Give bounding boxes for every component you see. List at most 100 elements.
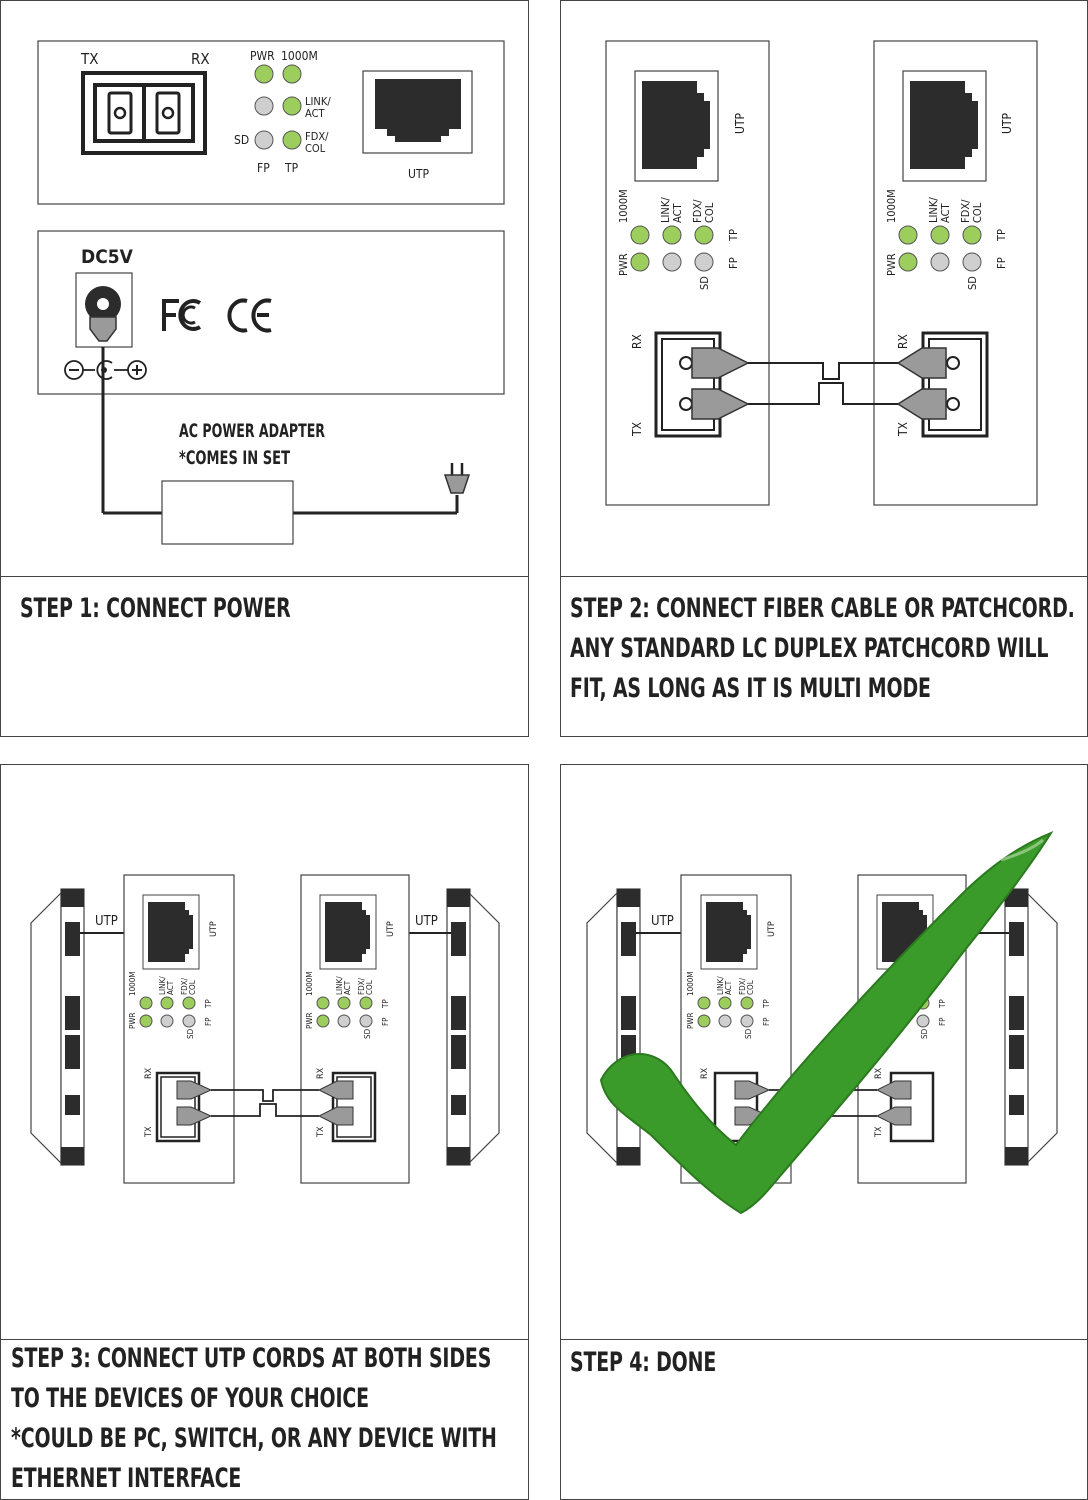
step-3-diagram: UTP UTP UTP 1000M PWR LINK/ ACT FDX/ COL… bbox=[30, 874, 500, 1184]
lc-connector bbox=[691, 388, 750, 420]
pwr-label: PWR bbox=[885, 253, 898, 276]
pwr-label: PWR bbox=[617, 253, 630, 276]
caption-line: FIT, AS LONG AS IT IS MULTI MODE bbox=[570, 673, 931, 704]
converter-right: UTP 1000M PWR LINK/ ACT FDX/ COL SD TP F… bbox=[300, 874, 410, 1184]
tp-label: TP bbox=[938, 999, 947, 1009]
tp-label: TP bbox=[204, 999, 213, 1009]
checkmark-icon bbox=[599, 830, 1054, 1215]
1000m-label: 1000M bbox=[885, 189, 898, 223]
fp-label: FP bbox=[204, 1017, 213, 1026]
fiber-patchcord bbox=[748, 362, 898, 405]
link-label: LINK/ bbox=[335, 976, 344, 995]
caption-line: STEP 1: CONNECT POWER bbox=[20, 593, 291, 624]
polarity-icon bbox=[64, 360, 147, 380]
utp-label: UTP bbox=[733, 113, 747, 134]
col-label: COL bbox=[746, 980, 755, 995]
col-label: COL bbox=[188, 980, 197, 995]
caption-divider bbox=[561, 576, 1087, 577]
step-4-panel: UTP UTP 1000M PWR LINK/ ACT FDX/ COL SD … bbox=[560, 764, 1088, 1500]
power-adapter-box bbox=[161, 480, 294, 545]
rx-label: RX bbox=[144, 1067, 154, 1079]
fdx-label: FDX/ bbox=[959, 199, 972, 223]
act-label: ACT bbox=[166, 980, 175, 995]
step-2-caption: STEP 2: CONNECT FIBER CABLE OR PATCHCORD… bbox=[570, 589, 1075, 709]
lc-connector bbox=[896, 347, 947, 379]
1000m-label: 1000M bbox=[617, 189, 630, 223]
act-label: ACT bbox=[343, 980, 352, 995]
tx-label: TX bbox=[80, 50, 98, 68]
step-1-diagram: TX RX PWR 1000M LINK/ ACT FDX/ COL bbox=[37, 40, 505, 545]
link-label: LINK/ bbox=[659, 197, 672, 223]
sd-label: SD bbox=[234, 133, 249, 147]
sd-label: SD bbox=[744, 1028, 753, 1039]
utp-label: UTP bbox=[386, 921, 396, 937]
utp-label: UTP bbox=[408, 167, 429, 181]
act-label: ACT bbox=[305, 107, 325, 120]
col-label: COL bbox=[971, 202, 984, 223]
caption-line: TO THE DEVICES OF YOUR CHOICE bbox=[11, 1383, 369, 1414]
lc-connector bbox=[896, 388, 947, 420]
media-converter-front: TX RX PWR 1000M LINK/ ACT FDX/ COL bbox=[37, 40, 505, 205]
col-label: COL bbox=[703, 202, 716, 223]
pwr-label: PWR bbox=[305, 1013, 314, 1029]
utp-label: UTP bbox=[767, 921, 777, 937]
step-3-caption: STEP 3: CONNECT UTP CORDS AT BOTH SIDES … bbox=[11, 1339, 497, 1499]
dc-jack bbox=[75, 272, 133, 348]
step-1-panel: TX RX PWR 1000M LINK/ ACT FDX/ COL bbox=[0, 0, 529, 737]
1000m-label: 1000M bbox=[305, 971, 314, 996]
fdx-label: FDX/ bbox=[305, 130, 329, 143]
converter-left: UTP 1000M PWR LINK/ ACT FDX/ COL SD TP F… bbox=[605, 40, 770, 506]
sd-label: SD bbox=[698, 276, 711, 290]
fp-label: FP bbox=[938, 1017, 947, 1026]
act-label: ACT bbox=[724, 980, 733, 995]
fiber-port bbox=[81, 71, 207, 155]
dc5v-label: DC5V bbox=[81, 246, 134, 268]
step-1-caption: STEP 1: CONNECT POWER bbox=[20, 589, 416, 629]
sd-label: SD bbox=[363, 1028, 372, 1039]
col-label: COL bbox=[365, 980, 374, 995]
act-label: ACT bbox=[671, 203, 684, 223]
fp-label: FP bbox=[762, 1017, 771, 1026]
rx-label: RX bbox=[896, 334, 910, 350]
fp-label: FP bbox=[995, 257, 1008, 269]
caption-line: *COULD BE PC, SWITCH, OR ANY DEVICE WITH bbox=[11, 1423, 497, 1454]
col-label: COL bbox=[305, 142, 326, 155]
step-3-panel: UTP UTP UTP 1000M PWR LINK/ ACT FDX/ COL… bbox=[0, 764, 529, 1500]
step-4-diagram: UTP UTP 1000M PWR LINK/ ACT FDX/ COL SD … bbox=[586, 830, 1058, 1215]
fp-label: FP bbox=[381, 1017, 390, 1026]
caption-line: STEP 3: CONNECT UTP CORDS AT BOTH SIDES bbox=[11, 1343, 492, 1374]
act-label: ACT bbox=[939, 203, 952, 223]
ce-mark-icon bbox=[227, 298, 272, 333]
sd-label: SD bbox=[920, 1028, 929, 1039]
pwr-label: PWR bbox=[250, 49, 275, 63]
power-plug-icon bbox=[443, 463, 471, 494]
power-cable bbox=[101, 347, 459, 515]
step-2-diagram: UTP 1000M PWR LINK/ ACT FDX/ COL SD TP F… bbox=[605, 40, 1038, 506]
switch-left bbox=[30, 888, 85, 1166]
tp-label: TP bbox=[727, 229, 740, 242]
sd-label: SD bbox=[186, 1028, 195, 1039]
fc-mark-icon bbox=[162, 299, 202, 331]
utp-label: UTP bbox=[1000, 113, 1014, 134]
tp-label: TP bbox=[381, 999, 390, 1009]
caption-divider bbox=[561, 1339, 1087, 1340]
caption-divider bbox=[1, 576, 528, 577]
rx-label: RX bbox=[316, 1067, 326, 1079]
fdx-label: FDX/ bbox=[180, 977, 189, 995]
lc-connector bbox=[691, 347, 750, 379]
pwr-label: PWR bbox=[128, 1013, 137, 1029]
fdx-label: FDX/ bbox=[357, 977, 366, 995]
fdx-label: FDX/ bbox=[691, 199, 704, 223]
fp-label: FP bbox=[727, 257, 740, 269]
fdx-label: FDX/ bbox=[738, 977, 747, 995]
tx-label: TX bbox=[144, 1126, 154, 1138]
fdx-col-led bbox=[282, 130, 302, 150]
tx-label: TX bbox=[896, 421, 910, 437]
tp-label: TP bbox=[995, 229, 1008, 242]
fp-led bbox=[254, 96, 274, 116]
caption-line: ETHERNET INTERFACE bbox=[11, 1463, 242, 1494]
caption-divider bbox=[1, 1339, 528, 1340]
fp-label: FP bbox=[257, 161, 270, 175]
tx-label: TX bbox=[316, 1126, 326, 1138]
link-label: LINK/ bbox=[305, 95, 331, 108]
